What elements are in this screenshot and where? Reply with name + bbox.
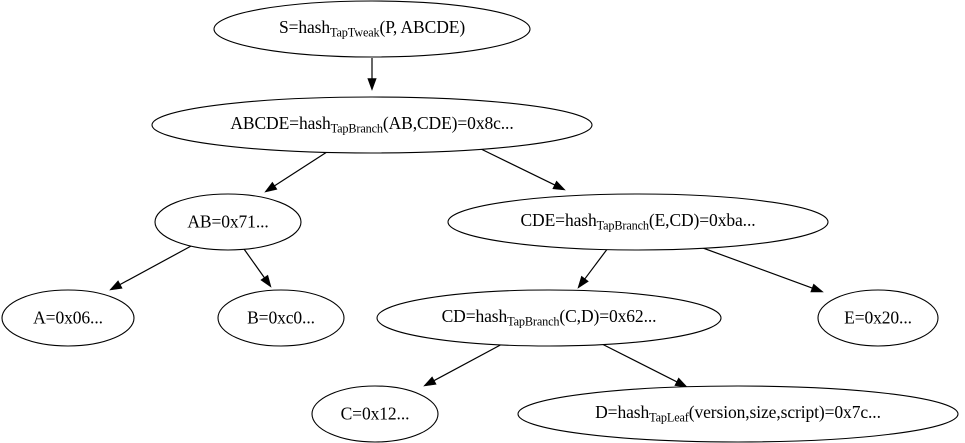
edge-line [480,148,555,186]
edge-line [243,248,265,278]
arrowhead-icon [260,274,272,288]
arrowhead-icon [109,280,123,291]
arrowhead-icon [264,181,278,193]
edge-cde-to-cd [577,247,609,289]
node-ellipse-d[interactable] [517,385,959,443]
edge-cd-to-c [423,341,507,387]
node-ellipse-cd[interactable] [376,289,722,347]
arrowhead-icon [552,180,566,191]
arrowhead-icon [810,283,824,293]
node-ellipse-e[interactable] [817,289,939,347]
edge-ab-to-a [109,244,194,291]
node-ellipse-a[interactable] [1,289,135,347]
node-ellipse-ab[interactable] [154,193,302,251]
arrowhead-icon [577,275,589,289]
node-ellipse-b[interactable] [217,289,345,347]
edge-line [433,341,507,382]
edge-line [584,247,609,280]
edge-line [119,244,194,286]
node-ellipse-s[interactable] [213,0,531,58]
edge-line [599,342,678,383]
arrowhead-icon [423,376,437,387]
edge-abcde-to-ab [264,149,331,193]
edge-s-to-abcde [367,58,377,91]
edge-abcde-to-cde [480,148,566,191]
edge-line [691,243,813,289]
edge-cde-to-e [691,243,824,293]
arrowhead-icon [674,377,688,388]
edge-line [274,149,331,187]
edges-layer [109,58,824,388]
node-ellipse-cde[interactable] [447,193,829,251]
edge-cd-to-d [599,342,688,388]
node-ellipse-abcde[interactable] [151,96,593,154]
edge-ab-to-b [243,248,272,288]
arrowhead-icon [367,78,377,91]
node-ellipse-c[interactable] [311,385,439,443]
